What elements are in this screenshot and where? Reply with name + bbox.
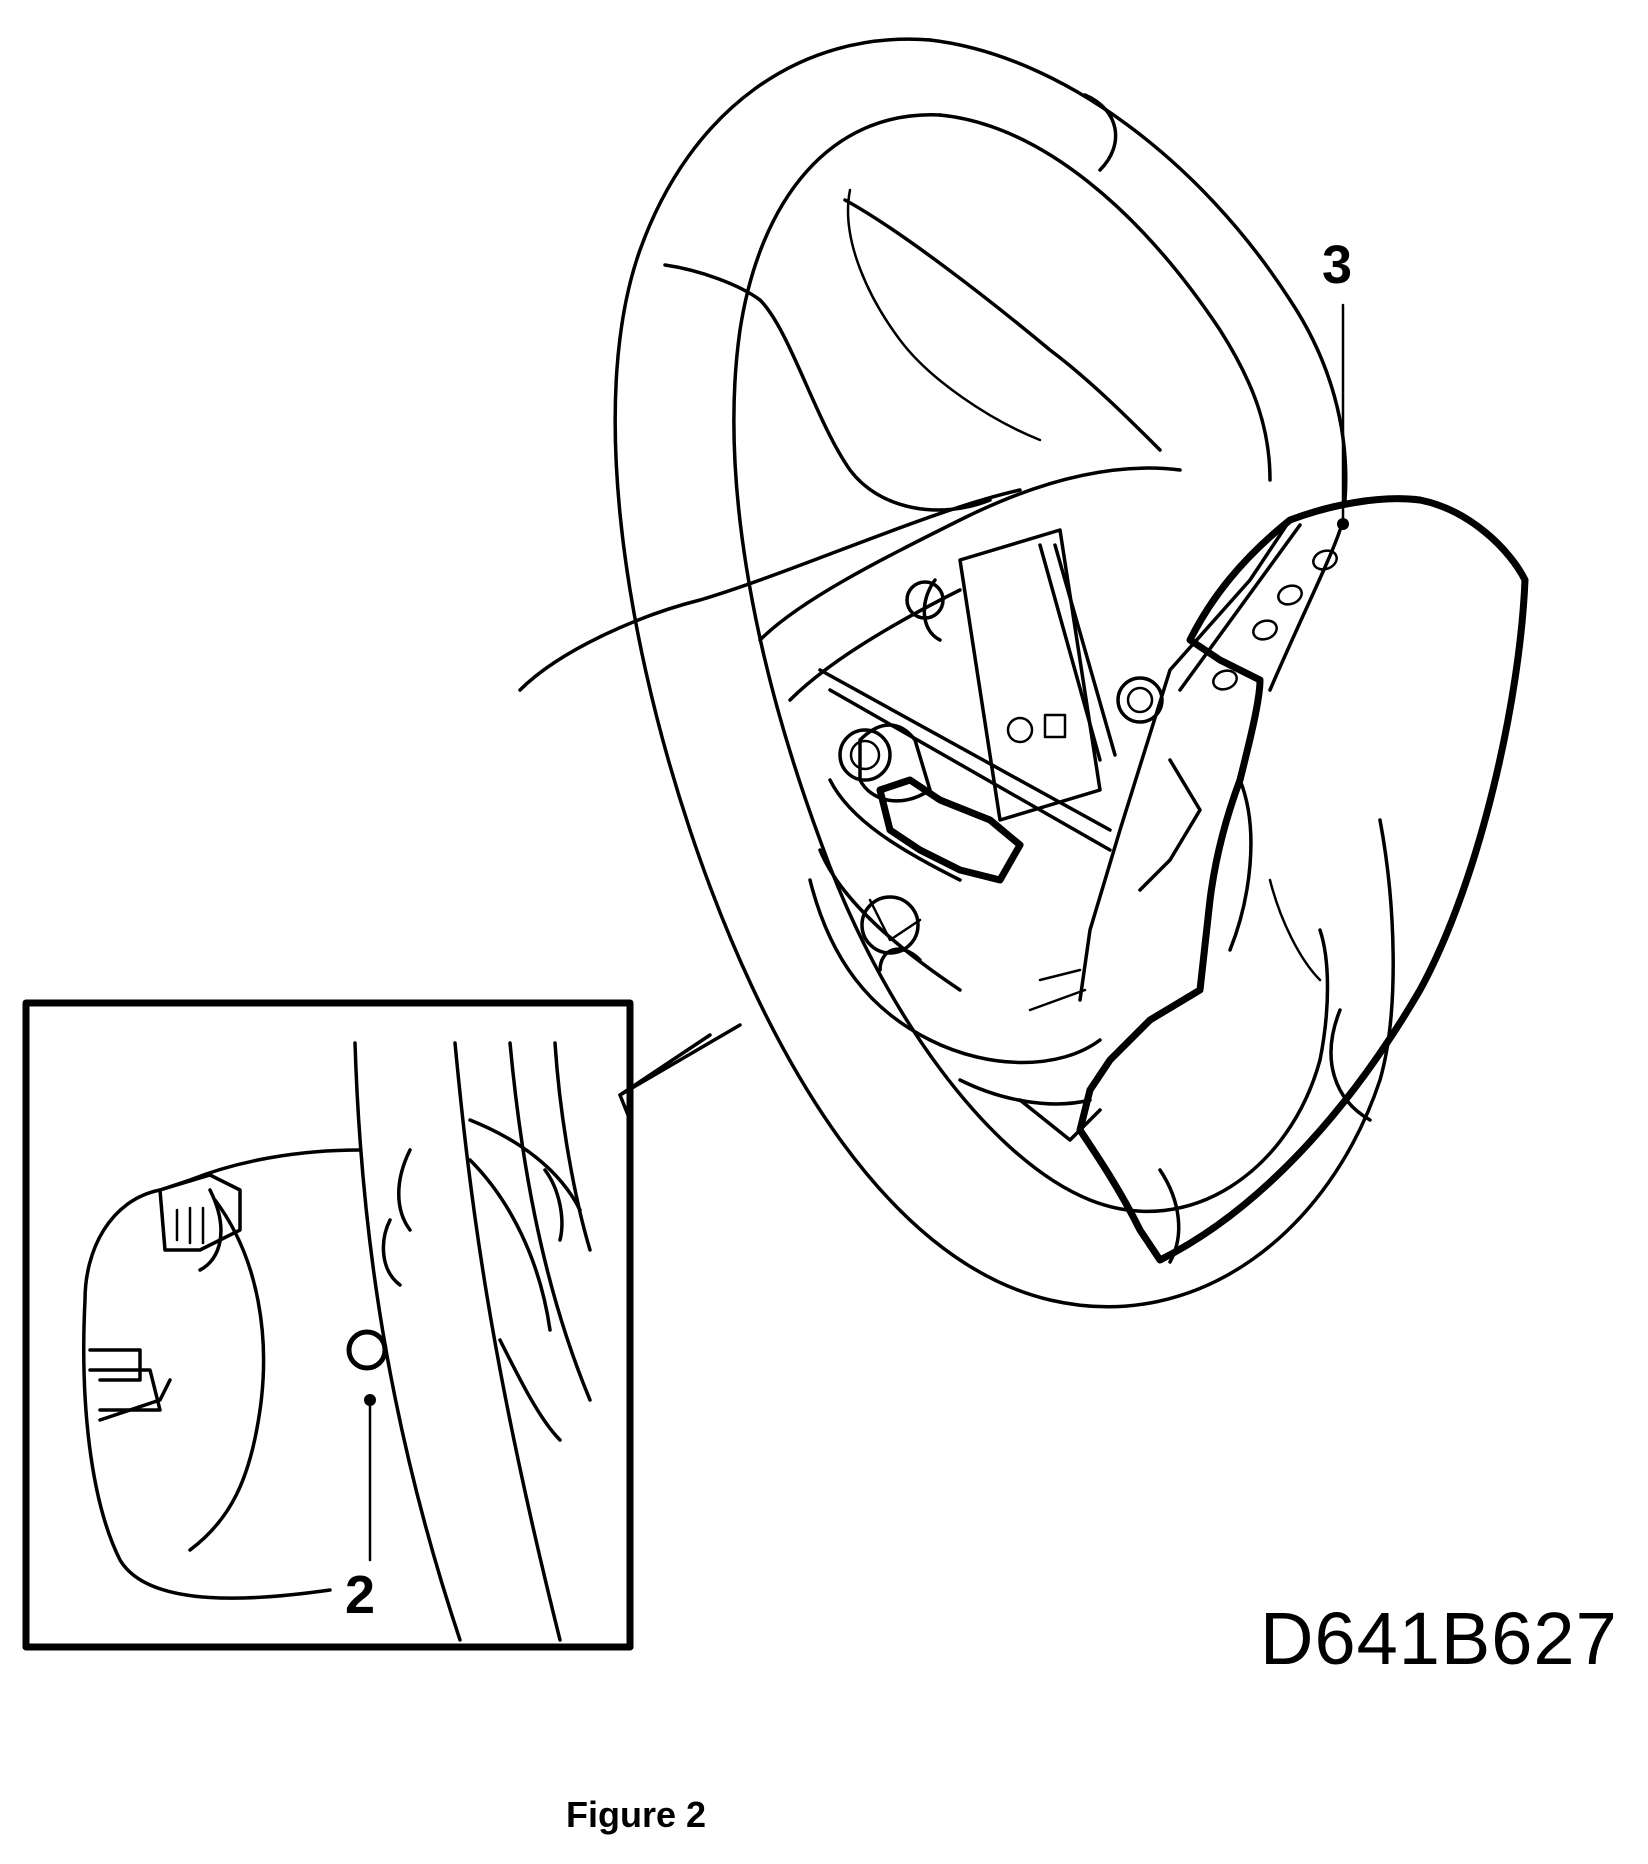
upper-spoke (518, 188, 1162, 692)
callout-2-label: 2 (345, 1565, 376, 1625)
airbag-module (1076, 303, 1529, 1264)
zoom-pointer (618, 1023, 742, 1122)
steering-wheel-rim (613, 37, 1395, 1309)
detail-inset (22, 999, 634, 1651)
drawing-code: D641B627 (1260, 1597, 1618, 1680)
callout-3-label: 3 (1322, 235, 1353, 295)
hub-interior (758, 466, 1182, 1142)
figure-caption: Figure 2 (566, 1794, 707, 1835)
